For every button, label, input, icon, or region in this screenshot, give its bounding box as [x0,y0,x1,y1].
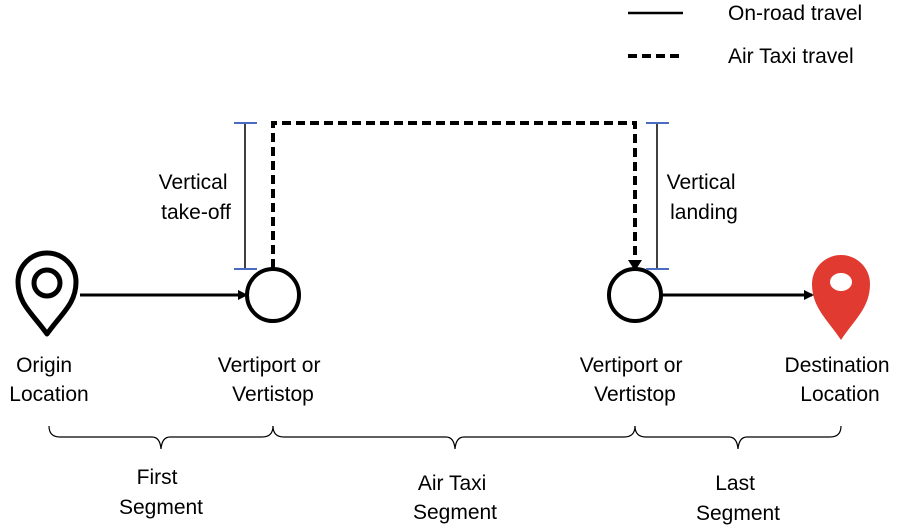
first-segment-brace [48,425,274,450]
air-segment-label: Air Taxi Segment [413,472,497,524]
air-segment-brace [272,425,636,450]
vertiport-right-label: Vertiport or Vertistop [580,354,689,406]
last-segment-label: Last Segment [696,472,780,525]
segment-braces [48,425,842,450]
legend: On-road travel Air Taxi travel [628,2,862,68]
air-taxi-dashed-path [271,121,637,268]
landing-label: Vertical landing [667,171,742,224]
legend-solid-label: On-road travel [728,2,862,25]
origin-pin-icon [15,250,79,337]
landing-height-marker [646,122,669,270]
destination-pin-icon [812,255,870,340]
destination-label: Destination Location [785,354,896,406]
last-segment-brace [634,425,842,450]
vertiport-left-label: Vertiport or Vertistop [218,354,327,406]
takeoff-label: Vertical take-off [159,171,234,224]
first-segment-label: First Segment [119,466,203,519]
legend-dashed-label: Air Taxi travel [728,45,854,68]
vertiport-right-circle [607,267,663,323]
origin-label: Origin Location [9,354,88,406]
air-taxi-arrowhead [628,260,642,271]
vertiport-left-circle [245,267,301,323]
takeoff-height-marker [234,122,257,270]
